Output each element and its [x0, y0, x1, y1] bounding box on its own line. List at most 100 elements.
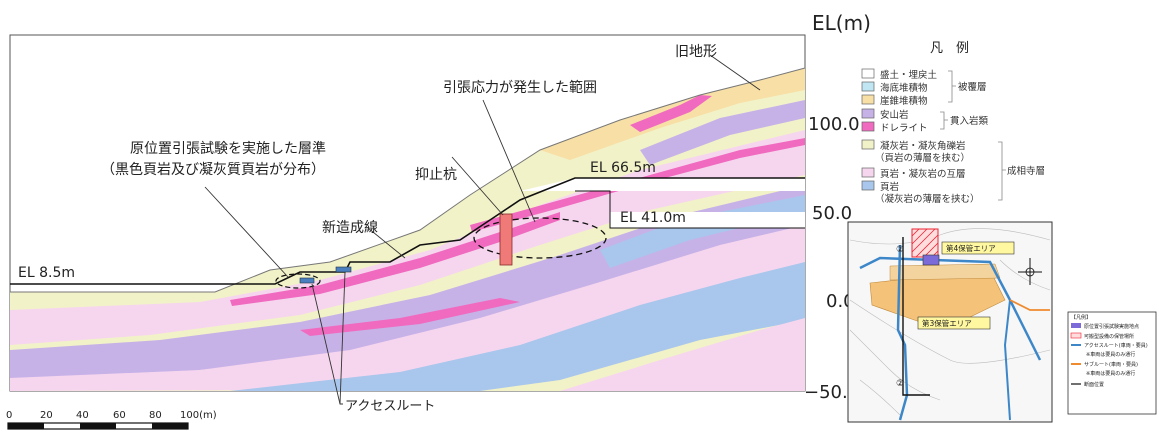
inset-legend-box: [1067, 311, 1157, 415]
legend: 凡 例 盛土・埋戻土 海底堆積物 崖錐堆積物 被覆層 安山岩 ドレライト 貫入岩…: [861, 41, 1045, 205]
shale-band-1: [230, 262, 805, 391]
axis-unit-label: EL(m): [812, 11, 871, 35]
andesite-band-1: [10, 185, 805, 380]
north-arrow-icon: [1018, 258, 1042, 285]
inset-access-route-2: [859, 256, 1042, 361]
legend-label-dolerite: ドレライト: [880, 123, 928, 134]
scale-tick-60: 60: [113, 410, 126, 421]
tension-range-ellipse: [473, 217, 607, 259]
scale-tick-0: 0: [6, 410, 12, 421]
legend-swatch-talus: [861, 94, 875, 105]
dolerite-sill-1: [230, 212, 560, 306]
leader-new-grade: [367, 227, 406, 259]
inset-area4-label: 第4保管エリア: [946, 243, 996, 253]
inset-test-site: [922, 254, 940, 266]
inset-storage-area-4-zone: [911, 228, 939, 258]
inset-label-box-3: [917, 316, 991, 330]
leader-old-terrain: [709, 54, 761, 91]
bench-cut-41: [610, 212, 805, 228]
inset-marker-bottom: ②: [896, 379, 904, 389]
old-terrain-label: 旧地形: [675, 44, 717, 60]
inset-map: 第4保管エリア 第3保管エリア ② ② 【凡例】 原位置引張試験実施地点 可搬型…: [847, 221, 1157, 423]
inset-section-line: [902, 237, 930, 396]
test-layer-ellipse: [275, 273, 321, 289]
inset-legend-swatch-storage: [1070, 332, 1082, 339]
scale-tick-40: 40: [76, 410, 89, 421]
inset-sub-route: [1009, 299, 1050, 311]
leader-pile: [451, 156, 504, 216]
test-layer-label-line1: 原位置引張試験を実施した層準: [130, 141, 326, 157]
legend-bracket-cover: [948, 70, 956, 103]
leader-access-2: [339, 271, 346, 405]
bench-outline: [575, 190, 805, 229]
cross-section: 旧地形 引張応力が発生した範囲 原位置引張試験を実施した層準 （黒色頁岩及び凝灰…: [9, 34, 806, 414]
scale-seg-5: [152, 423, 188, 429]
tension-range-label: 引張応力が発生した範囲: [443, 79, 597, 96]
legend-group-formation: 成相寺層: [1007, 165, 1045, 177]
new-grade-line: [10, 177, 805, 285]
legend-label-fill: 盛土・埋戻土: [880, 69, 938, 81]
legend-label-tuff: 凝灰岩・凝灰角礫岩: [880, 140, 966, 152]
scale-tick-80: 80: [149, 410, 162, 421]
inset-access-route-1: [896, 244, 909, 421]
inset-label-box-4: [941, 241, 1015, 255]
legend-title: 凡 例: [930, 41, 969, 56]
inset-legend-item-4: サブルート(車両・要員): [1084, 361, 1138, 368]
new-grade-label: 新造成線: [322, 220, 378, 236]
inset-legend-item-5: ※車両は要員のみ通行: [1086, 370, 1135, 377]
leader-tension: [482, 99, 536, 223]
inset-legend-swatch-test: [1071, 323, 1081, 328]
inset-legend-title: 【凡例】: [1071, 314, 1091, 321]
axis-tick-0: 0.0: [826, 291, 855, 312]
dolerite-sill-3: [300, 298, 520, 336]
legend-label-tuff-note: （頁岩の薄層を挟む）: [875, 152, 970, 164]
inset-legend-item-3: ※車両は要員のみ通行: [1086, 351, 1135, 358]
access-route-marker-2: [335, 266, 352, 273]
legend-label-shale-tuff: 頁岩・凝灰岩の互層: [880, 168, 966, 180]
dolerite-dike: [630, 95, 712, 132]
inset-legend-item-6: 断面位置: [1084, 381, 1104, 388]
legend-swatch-fill: [861, 68, 875, 79]
scale-tick-100: 100(m): [180, 410, 217, 421]
legend-bracket-intrusive: [940, 111, 948, 130]
inset-area3-label: 第3保管エリア: [922, 318, 972, 328]
bench-cut-665: [520, 178, 805, 191]
legend-label-talus: 崖錐堆積物: [880, 95, 928, 107]
axis-tick-100: 100.0: [808, 114, 860, 135]
access-route-marker-1: [299, 277, 315, 284]
legend-swatch-dolerite: [861, 121, 875, 132]
el-85-label: EL 8.5m: [18, 265, 75, 281]
inset-contours: [849, 228, 1051, 416]
inset-legend-item-2: アクセスルート(車両・要員): [1084, 342, 1148, 349]
inset-access-route-3: [1003, 299, 1011, 421]
deterrent-pile: [499, 213, 513, 266]
inset-band: [889, 263, 1001, 281]
legend-swatch-andesite: [861, 108, 875, 119]
legend-group-intrusive: 貫入岩類: [950, 115, 989, 127]
inset-marker-top: ②: [896, 245, 904, 255]
el-41-label: EL 41.0m: [620, 210, 686, 226]
legend-swatch-tuff: [861, 139, 875, 150]
inset-hatch: [911, 228, 939, 258]
shale-tuff-band-3: [560, 318, 805, 391]
legend-label-shale-note: （凝灰岩の薄層を挟む）: [875, 193, 980, 205]
scale-tick-20: 20: [40, 410, 53, 421]
scale-seg-3: [80, 423, 116, 429]
inset-legend-item-1: 可搬型設備の保管場所: [1084, 333, 1134, 340]
legend-swatch-shale-tuff: [861, 167, 875, 178]
andesite-band-2: [640, 100, 805, 165]
scale-seg-1: [8, 423, 44, 429]
pile-label: 抑止杭: [415, 167, 457, 183]
legend-swatch-shale: [861, 180, 875, 191]
inset-legend-item-0: 原位置引張試験実施地点: [1084, 323, 1139, 330]
legend-group-cover: 被覆層: [958, 81, 987, 93]
el-665-label: EL 66.5m: [590, 160, 656, 176]
leader-test-layer: [204, 186, 289, 278]
legend-swatch-marine: [861, 81, 875, 92]
old-terrain-line: [10, 67, 806, 293]
legend-bracket-formation: [998, 141, 1006, 201]
legend-label-andesite: 安山岩: [880, 109, 909, 121]
elevation-axis: EL(m) 100.0 50.0 0.0 −50.0: [804, 11, 871, 403]
legend-label-marine: 海底堆積物: [880, 82, 928, 94]
